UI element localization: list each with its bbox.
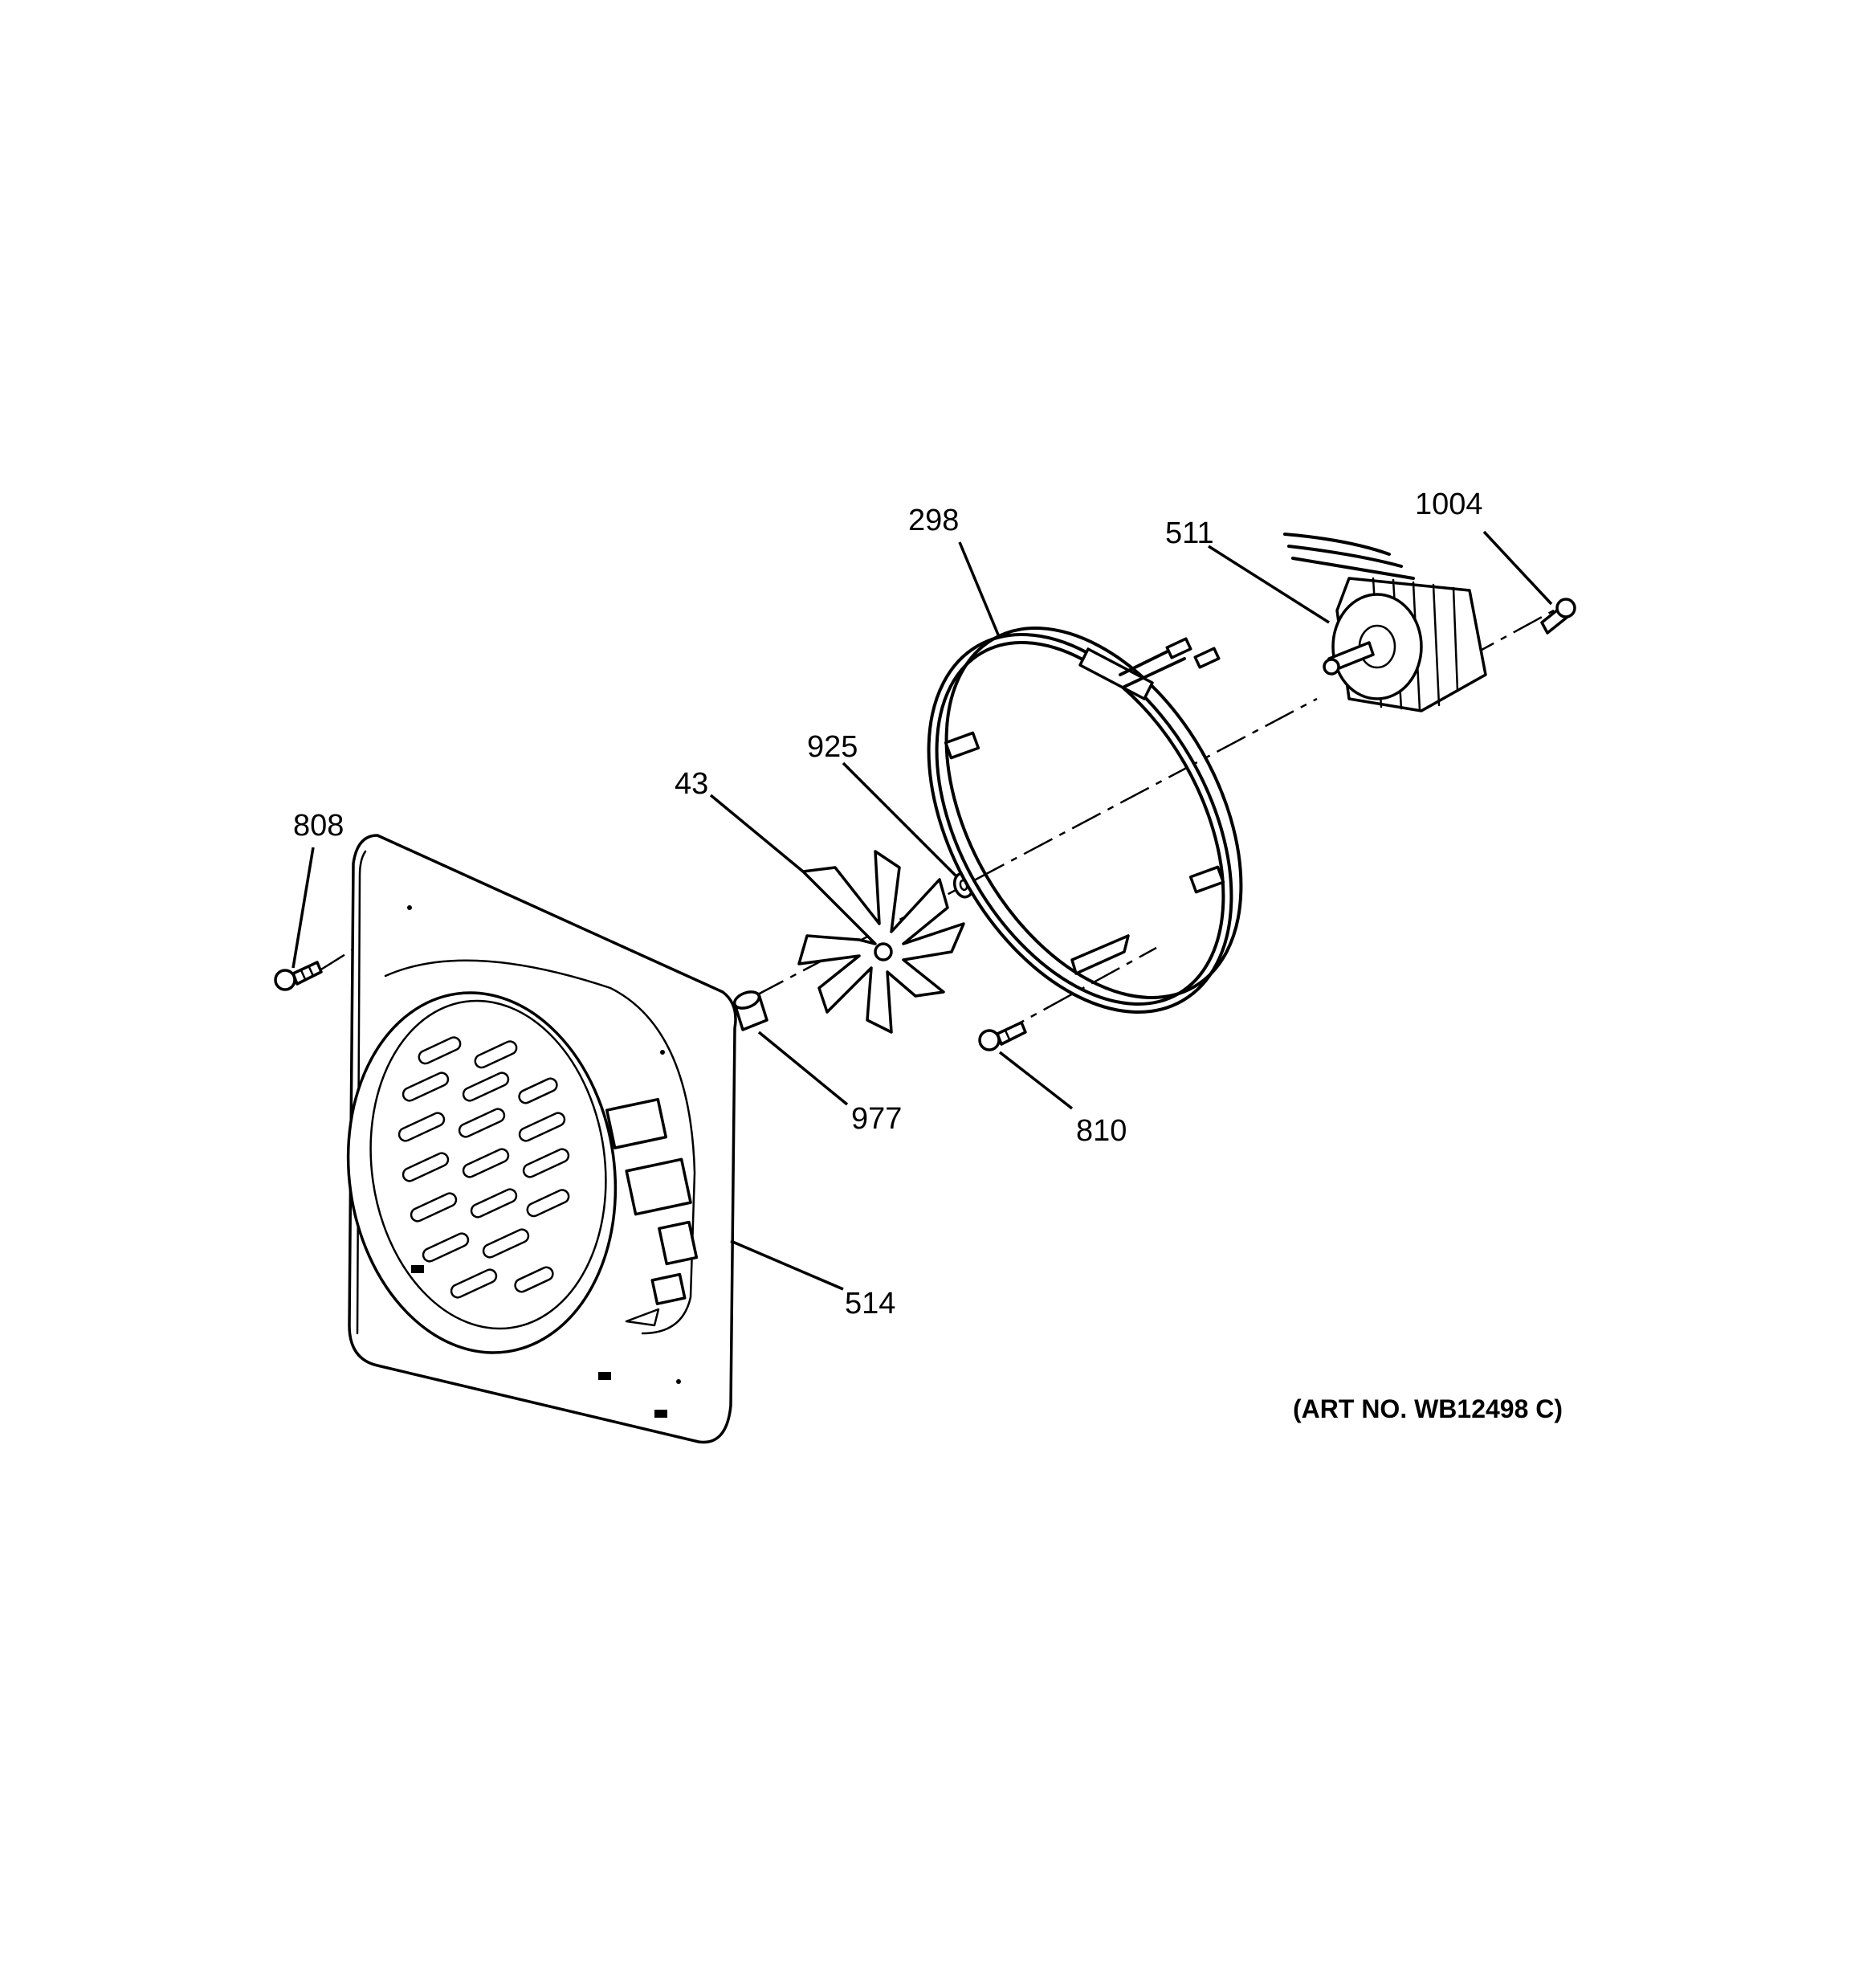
screw-810 [978, 1021, 1027, 1051]
callout-925: 925 [807, 730, 858, 764]
callout-977: 977 [851, 1102, 902, 1136]
callout-514: 514 [845, 1287, 895, 1321]
callout-1004: 1004 [1415, 488, 1483, 521]
hub-977 [732, 990, 768, 1031]
callout-808: 808 [293, 809, 344, 843]
fan-cover-panel [346, 834, 737, 1444]
fan-motor [1283, 533, 1487, 712]
fan-blade [797, 850, 965, 1034]
leader-lines [291, 530, 1553, 1291]
screw-1004 [1540, 598, 1576, 635]
screw-808 [274, 961, 323, 991]
heating-element-ring [927, 627, 1243, 1014]
callout-298: 298 [908, 504, 959, 537]
callout-43: 43 [675, 767, 708, 801]
callout-511: 511 [1165, 516, 1214, 550]
grille-slots [397, 1036, 570, 1299]
callout-810: 810 [1076, 1114, 1127, 1148]
art-number: (ART NO. WB12498 C) [1293, 1394, 1563, 1423]
